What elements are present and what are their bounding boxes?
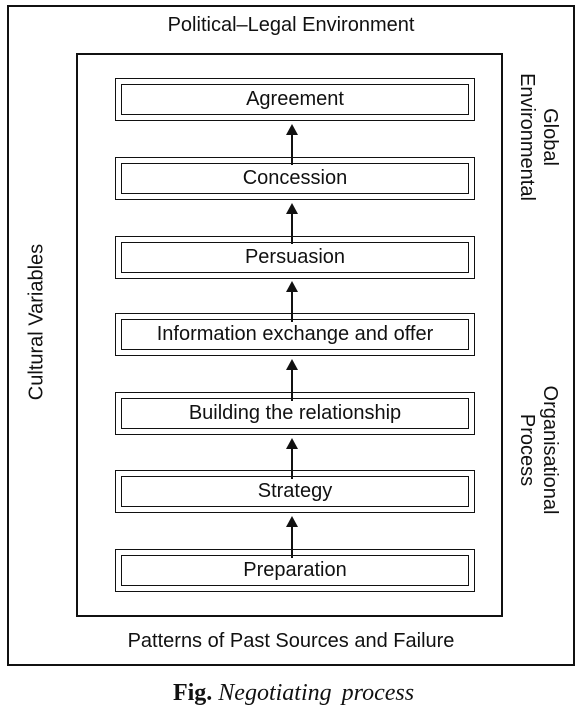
global-environmental-line-1: Global (539, 108, 561, 166)
arrow-information-to-persuasion (286, 281, 298, 322)
step-preparation-label: Preparation (121, 555, 469, 586)
step-persuasion: Persuasion (115, 236, 475, 279)
step-information-exchange: Information exchange and offer (115, 313, 475, 356)
step-building-relationship: Building the relationship (115, 392, 475, 435)
step-strategy: Strategy (115, 470, 475, 513)
organisational-process-line-1: Organisational (539, 385, 561, 515)
step-agreement: Agreement (115, 78, 475, 121)
step-preparation: Preparation (115, 549, 475, 592)
organisational-process-label: Organisational Process (515, 386, 561, 515)
arrow-strategy-to-relationship (286, 438, 298, 479)
step-concession: Concession (115, 157, 475, 200)
step-concession-label: Concession (121, 163, 469, 194)
outer-environment-box (7, 5, 575, 666)
step-strategy-label: Strategy (121, 476, 469, 507)
figure-caption: Fig.Negotiating process (0, 680, 587, 707)
cultural-variables-label: Cultural Variables (25, 243, 48, 401)
organisational-process-line-2: Process (516, 413, 538, 487)
caption-prefix: Fig. (172, 680, 213, 706)
political-legal-environment-label: Political–Legal Environment (167, 14, 415, 36)
global-environmental-line-2: Environmental (516, 73, 538, 201)
arrow-preparation-to-strategy (286, 516, 298, 558)
step-persuasion-label: Persuasion (121, 242, 469, 273)
inner-process-box (76, 53, 503, 617)
step-agreement-label: Agreement (121, 84, 469, 115)
arrow-persuasion-to-concession (286, 203, 298, 244)
step-information-exchange-label: Information exchange and offer (121, 319, 469, 350)
caption-title: Negotiating process (218, 680, 415, 706)
global-environmental-label: Global Environmental (515, 73, 561, 201)
arrow-concession-to-agreement (286, 124, 298, 165)
step-building-relationship-label: Building the relationship (121, 398, 469, 429)
past-patterns-label: Patterns of Past Sources and Failure (127, 630, 455, 652)
arrow-relationship-to-information (286, 359, 298, 401)
